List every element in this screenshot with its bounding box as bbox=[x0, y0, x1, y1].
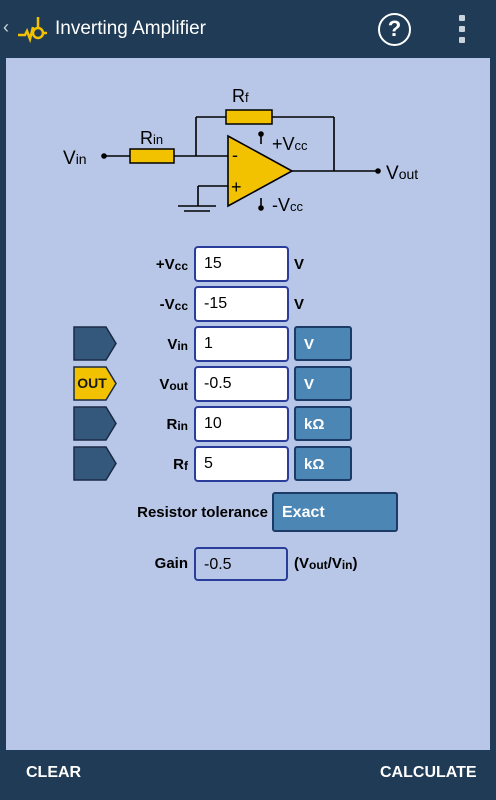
schematic-vin-label: Vin bbox=[63, 148, 87, 169]
opamp-minus-label: - bbox=[232, 145, 238, 165]
app-logo-icon[interactable] bbox=[14, 13, 48, 47]
app-title: Inverting Amplifier bbox=[55, 18, 207, 39]
out-tag-label: OUT bbox=[77, 375, 107, 391]
help-icon: ? bbox=[387, 16, 402, 41]
schematic-pvcc-label: +Vcc bbox=[272, 134, 308, 154]
schematic-rf-label: Rf bbox=[232, 86, 249, 106]
main-panel: Rf Rin Vin Vout +Vcc -Vcc - + +Vcc V -Vc… bbox=[6, 58, 490, 750]
nvcc-input[interactable] bbox=[194, 286, 289, 322]
rin-resistor bbox=[129, 148, 175, 164]
calculate-button[interactable]: CALCULATE bbox=[380, 764, 477, 781]
tolerance-select[interactable]: Exact bbox=[272, 492, 398, 532]
vin-input[interactable] bbox=[194, 326, 289, 362]
overflow-menu-icon[interactable] bbox=[454, 15, 470, 43]
vin-label: Vin bbox=[167, 336, 188, 353]
tolerance-label: Resistor tolerance bbox=[137, 504, 268, 521]
vout-unit-button[interactable]: V bbox=[294, 366, 352, 401]
vin-output-toggle[interactable] bbox=[73, 326, 117, 361]
rf-label: Rf bbox=[173, 456, 188, 473]
rf-output-toggle[interactable] bbox=[73, 446, 117, 481]
inverting-amplifier-schematic: Rf Rin Vin Vout +Vcc -Vcc - + bbox=[63, 86, 418, 215]
rf-resistor bbox=[225, 109, 273, 125]
opamp-triangle bbox=[227, 134, 294, 208]
pvcc-input[interactable] bbox=[194, 246, 289, 282]
vin-unit-button[interactable]: V bbox=[294, 326, 352, 361]
back-chevron-icon[interactable]: ‹ bbox=[3, 17, 9, 37]
rin-input[interactable] bbox=[194, 406, 289, 442]
gain-output: -0.5 bbox=[194, 547, 288, 581]
vout-label: Vout bbox=[159, 376, 188, 393]
clear-button[interactable]: CLEAR bbox=[26, 764, 82, 781]
nvcc-unit: V bbox=[294, 296, 305, 313]
schematic-vout-label: Vout bbox=[386, 163, 418, 184]
app-bar: ‹ Inverting Amplifier ? bbox=[0, 0, 496, 58]
pvcc-unit: V bbox=[294, 256, 305, 273]
rin-output-toggle[interactable] bbox=[73, 406, 117, 441]
rin-label: Rin bbox=[166, 416, 188, 433]
vout-input[interactable] bbox=[194, 366, 289, 402]
schematic-rin-label: Rin bbox=[140, 128, 163, 148]
gain-unit: (Vout/Vin) bbox=[294, 555, 358, 572]
bottom-action-bar: CLEAR CALCULATE bbox=[0, 750, 496, 800]
pvcc-label: +Vcc bbox=[155, 256, 188, 273]
opamp-plus-label: + bbox=[231, 177, 242, 197]
rin-unit-button[interactable]: kΩ bbox=[294, 406, 352, 441]
rf-unit-button[interactable]: kΩ bbox=[294, 446, 352, 481]
gain-label: Gain bbox=[154, 555, 188, 572]
rf-input[interactable] bbox=[194, 446, 289, 482]
schematic-nvcc-label: -Vcc bbox=[272, 195, 304, 215]
nvcc-label: -Vcc bbox=[159, 296, 188, 313]
help-button[interactable]: ? bbox=[378, 13, 411, 46]
vout-output-toggle[interactable]: OUT bbox=[73, 366, 117, 401]
